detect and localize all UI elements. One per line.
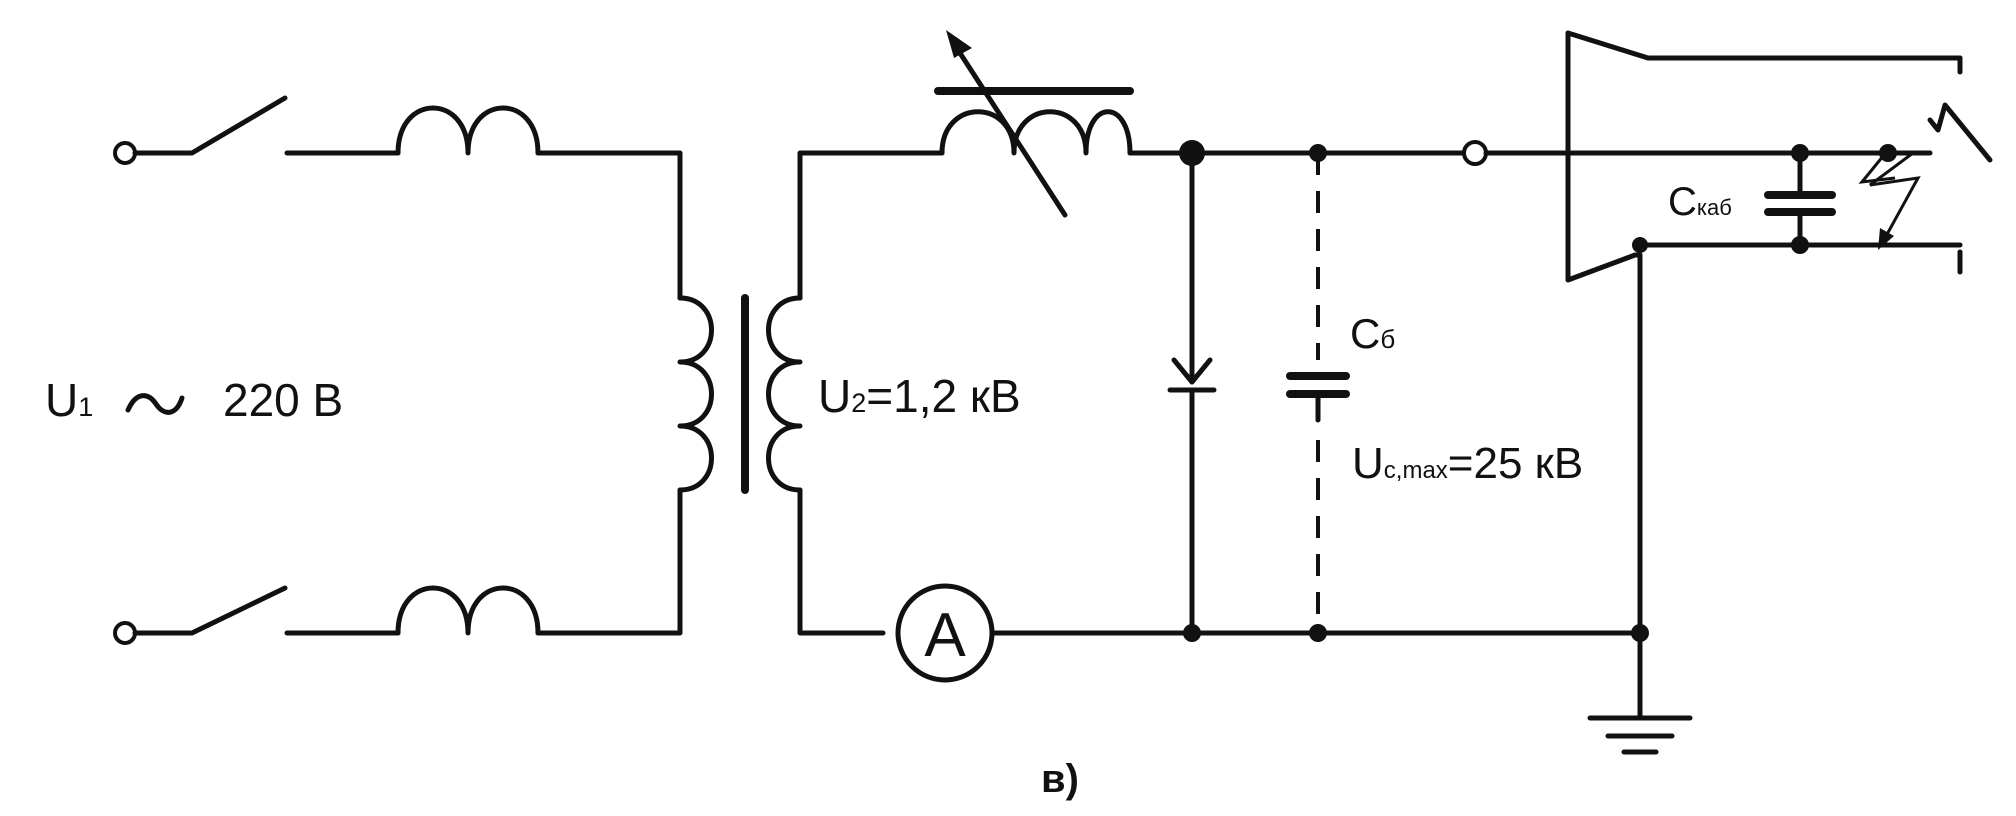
ckab-label: Скаб [1668,180,1732,224]
junction-dot [1309,144,1327,162]
diode-arrow [1171,357,1213,385]
spark-arrow-head [1878,228,1894,250]
u2-label: U2=1,2 кВ [818,370,1021,422]
cable-break-mark [1927,102,1993,163]
wire-primary-bottom [535,487,683,636]
adjust-arrow-head [946,30,972,58]
cb-label: Сб [1350,310,1395,357]
junction-dot [1309,624,1327,642]
inductor-primary-bottom [395,585,541,636]
junction-dot [1183,624,1201,642]
junction-dot [1879,144,1897,162]
figure-caption: в) [1041,757,1079,801]
adjust-arrow-line [955,47,1068,218]
spark-lead [1858,149,1896,184]
transformer-primary-winding [677,295,714,493]
switch-bottom [132,585,401,636]
ammeter-label: A [924,601,966,670]
cable-body [1565,30,1643,636]
inductor-primary-top [395,105,541,156]
u1-label: U1 [45,374,93,426]
tilde-wave-icon [125,393,185,415]
u1-value: 220 В [223,374,343,426]
input-terminal-top [113,141,137,165]
output-terminal [1462,140,1488,166]
transformer-secondary-winding [766,295,803,493]
junction-dot [1632,237,1648,253]
switch-top [132,95,401,156]
wire-secondary-top [797,150,945,301]
junction-dot [1791,236,1809,254]
cable-upper-outline [1565,30,1963,61]
junction-dot [1631,624,1649,642]
input-terminal-bottom [113,621,137,645]
variable-inductor [939,109,1133,156]
junction-dot [1179,140,1205,166]
ucmax-label: Uc,max=25 кВ [1352,439,1583,488]
ground-icon [1587,630,1693,755]
wire-primary-top [535,150,683,301]
junction-dot [1791,144,1809,162]
wire-secondary-bottom [797,487,886,636]
spark-icon [1869,151,1921,239]
